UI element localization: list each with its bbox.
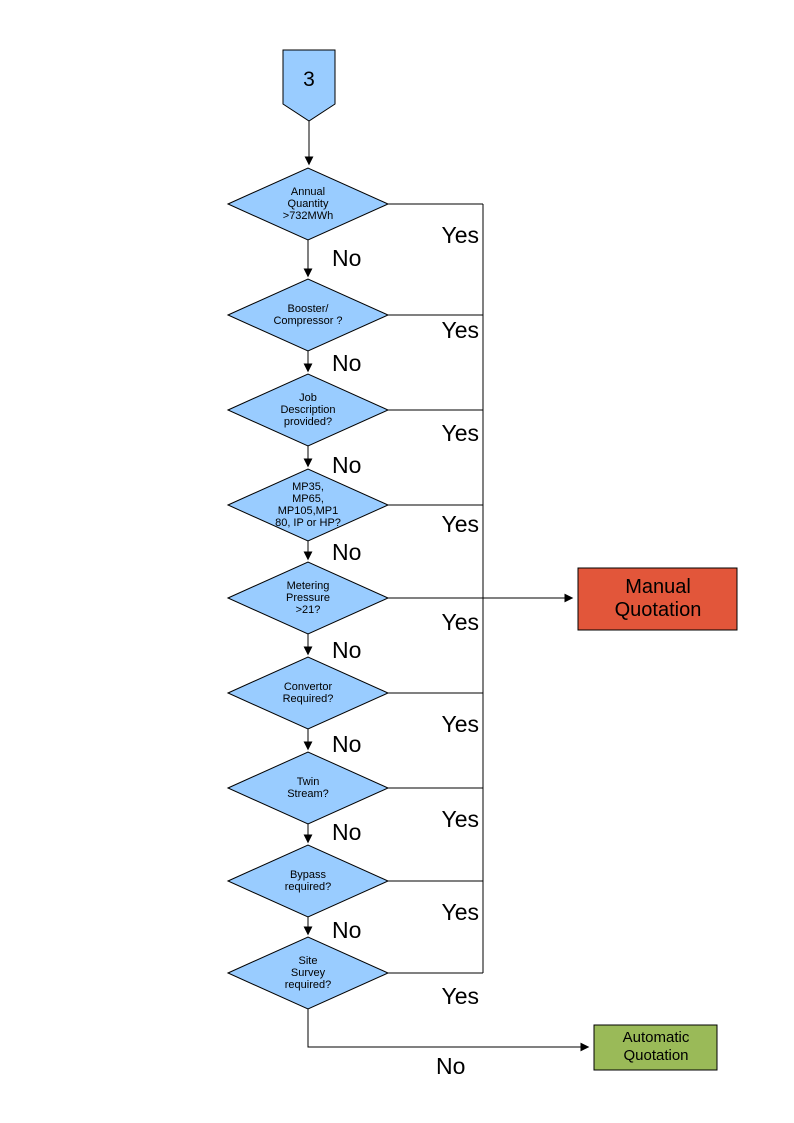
yes-label-job-description: Yes [441,420,479,446]
manual-quotation-label: Manual Quotation [614,576,702,621]
no-label-booster-compressor: No [332,350,362,376]
yes-label-mp-models: Yes [441,511,479,537]
decision-shape-booster-compressor [226,278,390,352]
flowchart-shapes [226,49,738,1071]
decision-label-site-survey: Site Survey required? [284,955,332,991]
decision-label-annual-quantity: Annual Quantity >732MWh [282,186,334,222]
automatic-quotation-label: Automatic Quotation [622,1029,690,1064]
decision-label-bypass-required: Bypass required? [284,869,332,893]
decision-shape-twin-stream [226,751,390,825]
decision-shape-annual-quantity [226,167,390,241]
yes-label-site-survey: Yes [441,983,479,1009]
connector-lines [303,121,590,1052]
arrow-to-automatic-quotation [307,1009,590,1052]
offpage-connector-shape [282,49,336,122]
decision-shape-metering-pressure [226,561,390,635]
yes-label-twin-stream: Yes [441,806,479,832]
no-label-job-description: No [332,452,362,478]
automatic-quotation-box [593,1024,718,1071]
yes-label-convertor-required: Yes [441,711,479,737]
no-label-convertor-required: No [332,731,362,757]
decision-label-convertor-required: Convertor Required? [282,681,334,705]
no-label-twin-stream: No [332,819,362,845]
yes-label-metering-pressure: Yes [441,609,479,635]
yes-label-bypass-required: Yes [441,899,479,925]
no-label-site-survey: No [436,1053,466,1079]
decision-shape-mp-models [226,468,390,542]
decision-label-twin-stream: Twin Stream? [287,776,329,800]
decision-label-mp-models: MP35, MP65, MP105,MP180, IP or HP? [275,481,341,529]
no-label-metering-pressure: No [332,637,362,663]
no-label-mp-models: No [332,539,362,565]
decision-label-job-description: Job Description provided? [280,392,336,428]
offpage-connector-label: 3 [303,68,315,91]
decision-shape-site-survey [226,936,390,1010]
decision-shape-convertor-required [226,656,390,730]
decision-label-booster-compressor: Booster/ Compressor ? [273,303,343,327]
yes-label-annual-quantity: Yes [441,222,479,248]
decision-label-metering-pressure: Metering Pressure >21? [285,580,331,616]
decision-shape-job-description [226,373,390,447]
no-label-bypass-required: No [332,917,362,943]
no-label-annual-quantity: No [332,245,362,271]
yes-label-booster-compressor: Yes [441,317,479,343]
manual-quotation-box [577,567,738,631]
decision-shape-bypass-required [226,844,390,918]
